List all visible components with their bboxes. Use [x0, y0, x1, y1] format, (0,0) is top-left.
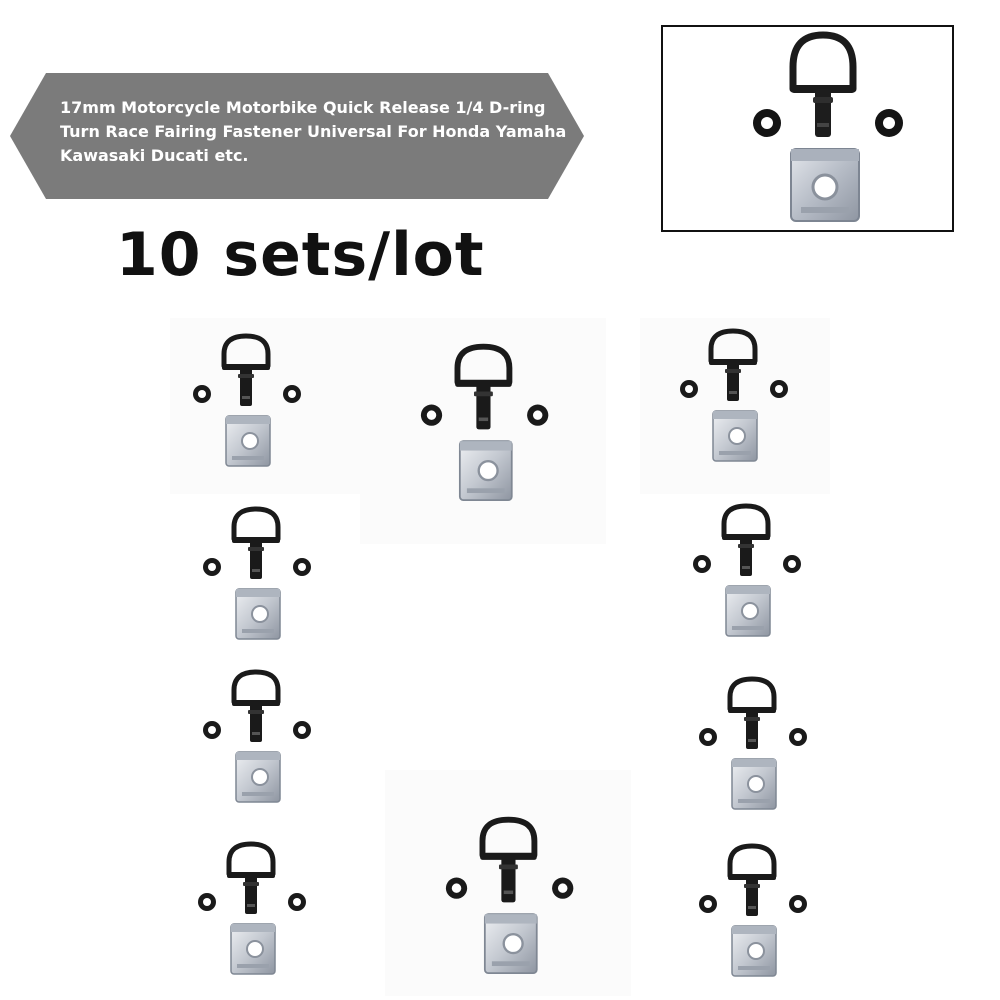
d-ring	[226, 841, 276, 878]
rubber-washer	[203, 721, 221, 739]
quick-release-stud	[473, 384, 493, 430]
rubber-washer	[283, 385, 301, 403]
rubber-washer	[699, 895, 717, 913]
spring-clip	[731, 925, 777, 977]
rubber-washer	[445, 877, 468, 899]
fastener-set	[188, 332, 308, 472]
rubber-washer	[699, 728, 717, 746]
rubber-washer	[789, 895, 807, 913]
quick-release-stud	[238, 368, 254, 406]
rubber-washer	[420, 404, 443, 426]
quick-release-stud	[248, 704, 264, 742]
quantity-headline: 10 sets/lot	[116, 220, 485, 290]
d-ring	[708, 328, 758, 365]
single-set-inset-photo	[661, 25, 954, 232]
d-ring	[221, 333, 271, 370]
spring-clip	[230, 923, 276, 975]
fastener-set	[694, 675, 814, 815]
rubber-washer	[789, 728, 807, 746]
fastener-set	[198, 505, 318, 645]
d-ring	[727, 676, 777, 713]
spring-clip	[725, 585, 771, 637]
quick-release-stud	[725, 363, 741, 401]
d-ring	[231, 506, 281, 543]
quick-release-stud	[498, 857, 518, 903]
fastener-set	[440, 815, 582, 980]
rubber-washer	[770, 380, 788, 398]
rubber-washer	[193, 385, 211, 403]
product-title: 17mm Motorcycle Motorbike Quick Release …	[60, 98, 567, 165]
quick-release-stud	[744, 711, 760, 749]
rubber-washer	[680, 380, 698, 398]
quick-release-stud	[738, 538, 754, 576]
d-ring	[727, 843, 777, 880]
spring-clip	[712, 410, 758, 462]
spring-clip	[235, 751, 281, 803]
spring-clip	[731, 758, 777, 810]
rubber-washer	[693, 555, 711, 573]
rubber-washer	[198, 893, 216, 911]
photo-tile	[360, 318, 606, 544]
quick-release-stud	[744, 878, 760, 916]
fastener-set	[415, 342, 557, 507]
spring-clip	[235, 588, 281, 640]
fastener-set-closeup	[753, 31, 903, 222]
d-ring	[231, 669, 281, 706]
rubber-washer	[288, 893, 306, 911]
photo-tile	[640, 318, 830, 494]
rubber-washer	[527, 404, 549, 426]
rubber-washer	[552, 877, 574, 899]
spring-clip	[458, 440, 513, 501]
title-banner	[10, 73, 584, 199]
rubber-washer	[293, 721, 311, 739]
quick-release-stud	[243, 876, 259, 914]
spring-clip	[483, 913, 538, 974]
d-ring	[479, 816, 538, 860]
rubber-washer	[783, 555, 801, 573]
spring-clip	[225, 415, 271, 467]
fastener-set	[688, 502, 808, 642]
fastener-set	[198, 668, 318, 808]
fastener-set	[193, 840, 313, 980]
d-ring	[454, 343, 513, 387]
quick-release-stud	[248, 541, 264, 579]
rubber-washer	[293, 558, 311, 576]
fastener-set	[694, 842, 814, 982]
rubber-washer	[203, 558, 221, 576]
fastener-set	[675, 327, 795, 467]
d-ring	[721, 503, 771, 540]
